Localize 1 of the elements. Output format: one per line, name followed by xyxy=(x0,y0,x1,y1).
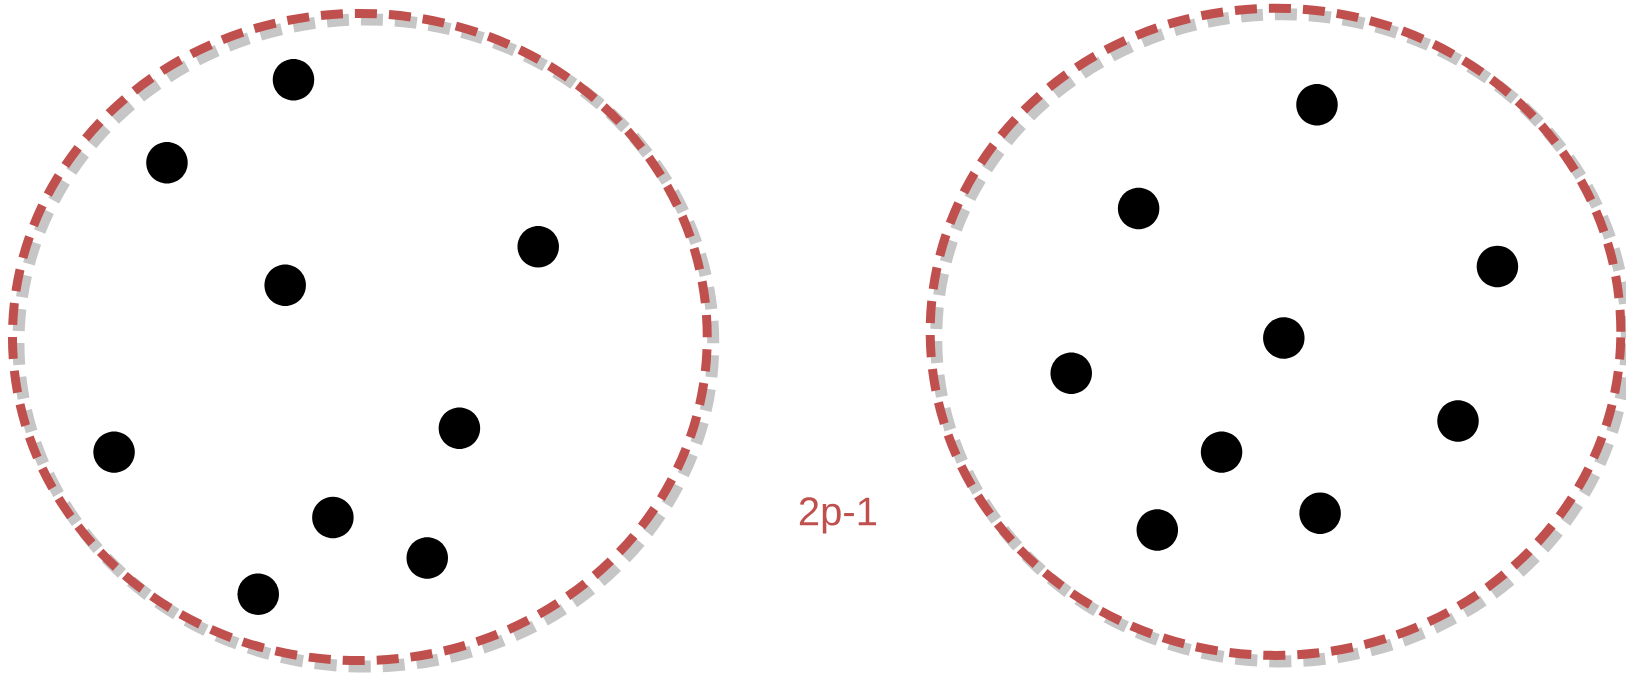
formula-label: 2p-1 xyxy=(799,497,876,534)
